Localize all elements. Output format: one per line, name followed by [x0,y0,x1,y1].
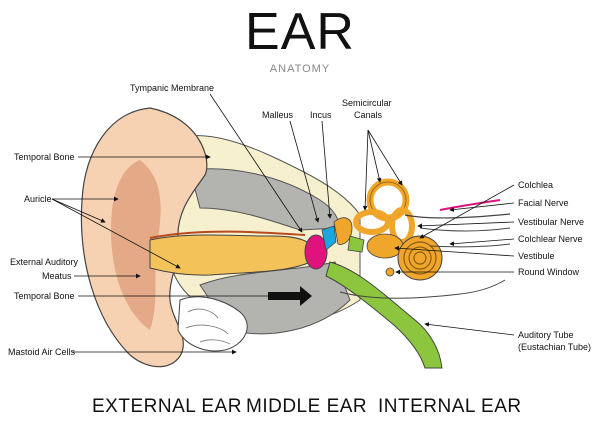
label-temporal-bone-top: Temporal Bone [14,152,75,162]
label-auricle: Auricle [24,194,52,204]
label-semicircular-2: Canals [354,110,383,120]
diagram-title: EAR [245,3,355,61]
label-external-auditory-1: External Auditory [10,257,79,267]
label-external-auditory-2: Meatus [42,271,72,281]
temporal-bone-gray-top [189,168,339,231]
label-vestibular-nerve: Vestibular Nerve [518,217,585,227]
section-external-ear: EXTERNAL EAR [92,396,242,417]
auditory-tube-shape [325,261,443,369]
label-facial-nerve: Facial Nerve [518,198,569,208]
label-auditory-tube-2: (Eustachian Tube) [518,342,592,352]
tympanic-membrane-shape [304,234,328,270]
cochlea-shape [397,235,443,281]
label-incus: Incus [310,110,332,120]
label-tympanic-membrane: Tympanic Membrane [130,83,215,93]
section-internal-ear: INTERNAL EAR [378,396,522,417]
external-auditory-canal [149,234,311,276]
round-window-shape [385,267,395,277]
label-round-window: Round Window [518,267,580,277]
section-middle-ear: MIDDLE EAR [246,396,368,417]
label-semicircular-1: Semicircular [342,98,392,108]
label-mastoid-air-cells: Mastoid Air Cells [8,347,76,357]
auricle-inner-shade [110,160,161,330]
vestibule-shape [366,233,404,259]
sound-direction-arrow [268,286,312,306]
stapes-shape [347,235,365,253]
malleus-shape [321,225,337,251]
label-cochlear-nerve: Colchlear Nerve [518,234,583,244]
semicircular-canals-shape [353,178,415,245]
label-vestibule: Vestibule [518,251,555,261]
mastoid-air-cells-shape [177,296,248,352]
vestibulocochlear-nerve [404,213,511,219]
label-temporal-bone-bottom: Temporal Bone [14,291,75,301]
label-cochlea: Colchlea [518,180,554,190]
incus-shape [333,217,353,245]
label-malleus: Malleus [262,110,294,120]
diagram-subtitle: ANATOMY [269,63,331,75]
label-auditory-tube-1: Auditory Tube [518,330,574,340]
facial-nerve-shape [439,199,501,211]
